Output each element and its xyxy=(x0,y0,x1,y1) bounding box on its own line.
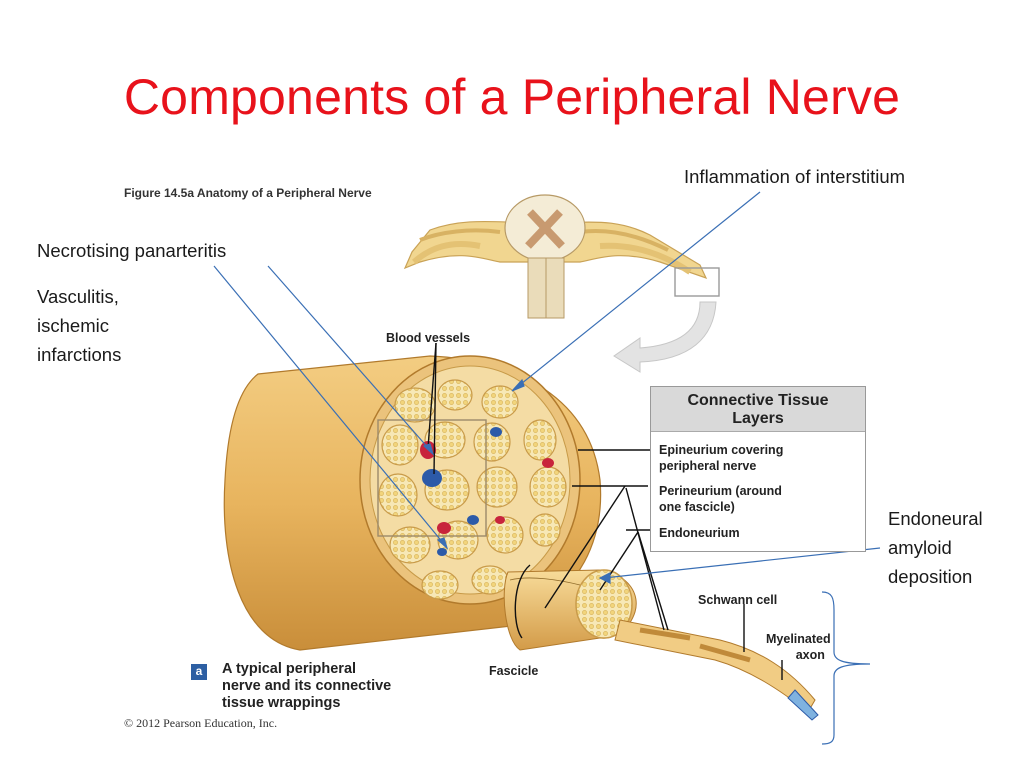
caption-line: nerve and its connective xyxy=(222,678,392,694)
blood-vessels-label: Blood vessels xyxy=(386,331,471,345)
nerve-cylinder xyxy=(223,355,602,651)
legend-title-line: Connective Tissue xyxy=(687,392,829,409)
caption-line: tissue wrappings xyxy=(222,695,341,711)
slide-title: Components of a Peripheral Nerve xyxy=(123,69,901,125)
legend-perineurium-line: one fascicle) xyxy=(659,500,735,514)
legend-perineurium: Perineurium (around one fascicle) xyxy=(659,483,782,515)
callout-vasculitis-line: Vasculitis, xyxy=(37,286,119,307)
legend-perineurium-line: Perineurium (around xyxy=(659,484,782,498)
callout-endoneural-line: Endoneural xyxy=(888,508,983,529)
figure-caption: A typical peripheral nerve and its conne… xyxy=(222,661,391,712)
myelinated-axon-label-line: Myelinated xyxy=(766,632,831,646)
callout-vasculitis: Vasculitis, ischemic infarctions xyxy=(37,282,121,369)
callout-necrotising: Necrotising panarteritis xyxy=(37,240,227,261)
legend-epineurium-line: Epineurium covering xyxy=(659,443,784,457)
figure-heading: Figure 14.5a Anatomy of a Peripheral Ner… xyxy=(124,186,372,200)
callout-vasculitis-line: infarctions xyxy=(37,344,122,365)
myelinated-axon-label-line: axon xyxy=(795,648,825,662)
legend-endoneurium: Endoneurium xyxy=(659,526,740,540)
legend-epineurium: Epineurium covering peripheral nerve xyxy=(659,442,783,474)
legend-title: Connective Tissue Layers xyxy=(651,387,865,432)
copyright-notice: © 2012 Pearson Education, Inc. xyxy=(124,716,278,730)
caption-line: A typical peripheral xyxy=(222,661,357,677)
myelinated-axon-label: Myelinated axon xyxy=(766,631,831,663)
spinal-cord xyxy=(403,194,720,319)
caption-badge: a xyxy=(191,664,207,680)
fascicle-tube xyxy=(503,569,819,721)
legend-title-line: Layers xyxy=(732,410,784,427)
callout-endoneural-line: amyloid xyxy=(888,537,952,558)
schwann-cell-label: Schwann cell xyxy=(698,593,778,607)
fascicle-label: Fascicle xyxy=(489,664,539,678)
connective-tissue-legend: Connective Tissue Layers Epineurium cove… xyxy=(650,386,866,552)
callout-vasculitis-line: ischemic xyxy=(37,315,109,336)
legend-epineurium-line: peripheral nerve xyxy=(659,459,757,473)
callout-endoneural-line: deposition xyxy=(888,566,973,587)
callout-endoneural-amyloid: Endoneural amyloid deposition xyxy=(888,504,983,591)
callout-inflammation: Inflammation of interstitium xyxy=(684,166,906,187)
